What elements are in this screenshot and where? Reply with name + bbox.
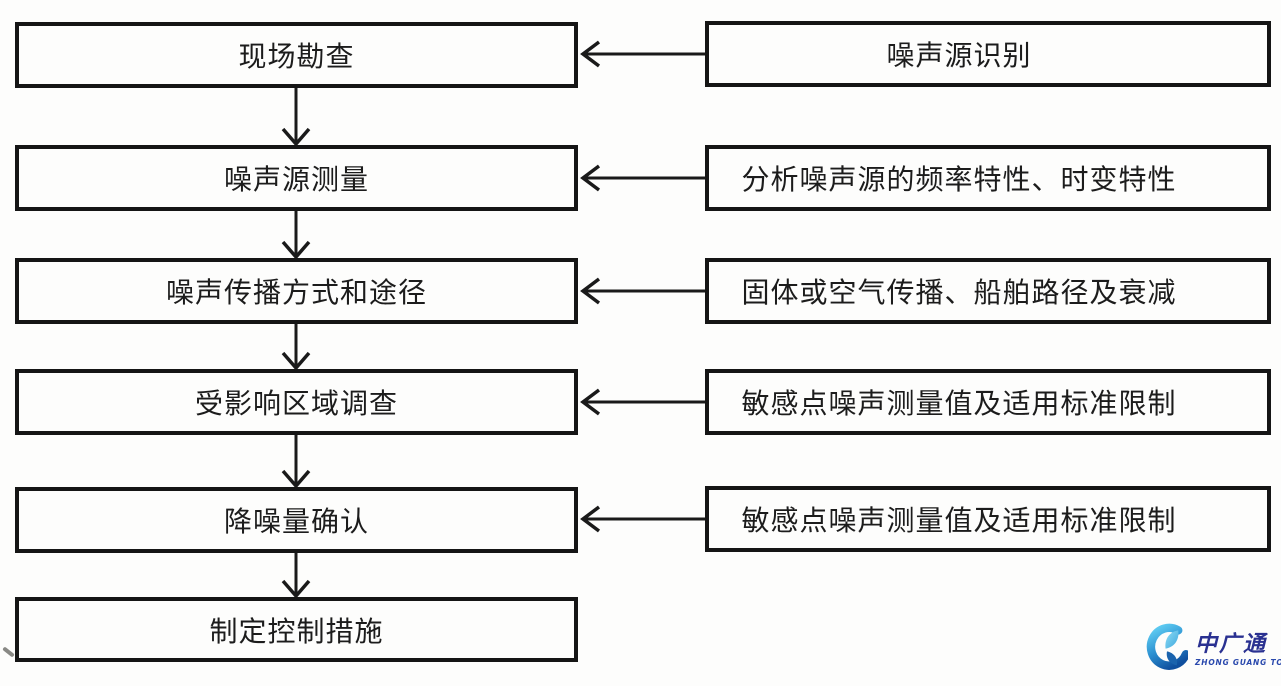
annotation-box-solid-air-propagation: 固体或空气传播、船舶路径及衰减 [705,258,1271,324]
step-label: 制定控制措施 [209,614,384,648]
scan-artifact [2,646,15,658]
annotation-label: 噪声源识别 [886,39,1032,72]
annotation-label: 敏感点噪声测量值及适用标准限制 [741,504,1177,537]
step-label: 受影响区域调查 [194,387,398,420]
step-box-control-measures: 制定控制措施 [15,597,578,662]
step-box-affected-area-survey: 受影响区域调查 [15,369,578,435]
annotation-label: 敏感点噪声测量值及适用标准限制 [741,387,1177,420]
step-box-propagation-mode-path: 噪声传播方式和途径 [15,258,578,324]
annotation-label: 固体或空气传播、船舶路径及衰减 [741,276,1177,309]
annotation-box-noise-source-identification: 噪声源识别 [705,21,1271,87]
logo-name: 中广通 [1195,631,1268,657]
annotation-box-sensitive-point-limits-1: 敏感点噪声测量值及适用标准限制 [705,369,1271,435]
step-box-noise-source-measurement: 噪声源测量 [15,145,578,211]
annotation-box-frequency-time-characteristics: 分析噪声源的频率特性、时变特性 [705,145,1271,211]
step-label: 现场勘查 [238,40,355,73]
step-label: 噪声传播方式和途径 [165,276,427,309]
annotation-box-sensitive-point-limits-2: 敏感点噪声测量值及适用标准限制 [705,486,1271,552]
left-arrow [580,40,705,533]
step-label: 噪声源测量 [223,163,369,196]
zhongguangtong-logo: 中广通 ZHONG GUANG TONG [1146,620,1281,680]
step-box-noise-reduction-confirmation: 降噪量确认 [15,487,578,553]
annotation-label: 分析噪声源的频率特性、时变特性 [741,163,1177,196]
logo-subtitle: ZHONG GUANG TONG [1195,657,1281,667]
logo-swirl-icon [1146,623,1188,670]
step-box-site-survey: 现场勘查 [15,22,578,88]
step-label: 降噪量确认 [223,505,369,538]
